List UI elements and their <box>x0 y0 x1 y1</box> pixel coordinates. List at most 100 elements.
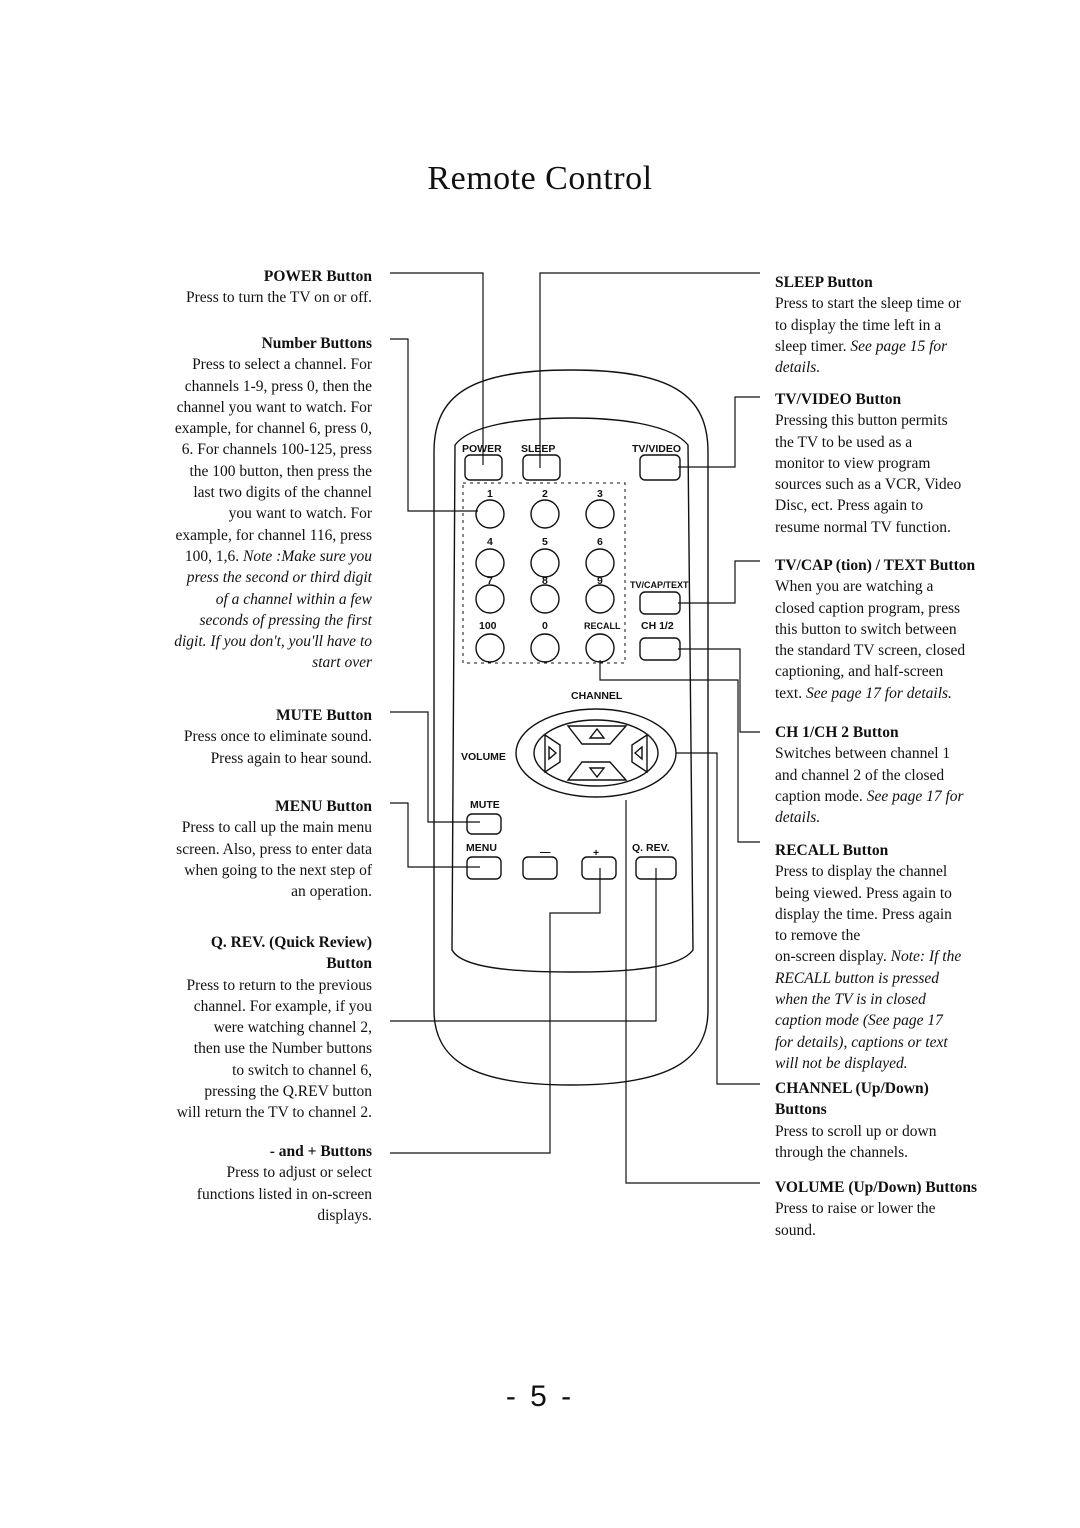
text-line: to display the time left in a <box>775 316 942 334</box>
note-line: seconds of pressing the first <box>199 611 372 629</box>
sleep-button-heading: SLEEP Button <box>775 274 873 291</box>
leader-power <box>390 272 484 465</box>
recall-button-heading: RECALL Button <box>775 842 889 859</box>
volume-buttons-heading: VOLUME (Up/Down) Buttons <box>775 1179 978 1196</box>
leader-menu <box>390 802 480 868</box>
key-9 <box>585 584 615 614</box>
note-italic: See page 17 for <box>866 787 964 805</box>
text-line: 100, 1,6. Note :Make sure you <box>174 546 372 567</box>
text-line: then use the Number buttons <box>193 1040 372 1058</box>
text-line: Press to start the sleep time or <box>775 295 961 313</box>
tvcap-button-heading: TV/CAP (tion) / TEXT Button <box>775 557 976 574</box>
plus-key <box>581 856 617 880</box>
key-0 <box>530 633 560 663</box>
text-line: resume normal TV function. <box>775 518 951 536</box>
key-8-label: 8 <box>542 575 548 587</box>
leader-lines <box>390 272 760 1184</box>
remote-keypad-panel <box>451 417 694 973</box>
text-line: an operation. <box>291 883 372 901</box>
remote-body-outline <box>433 369 709 1086</box>
tvcap-button-description: TV/CAP (tion) / TEXT Button When you are… <box>775 555 975 704</box>
sleep-key <box>522 454 561 481</box>
volume-down-key <box>544 733 561 774</box>
text-plain: text. <box>775 684 806 702</box>
text-line: will return the TV to channel 2. <box>176 1104 372 1122</box>
text-line: were watching channel 2, <box>213 1019 372 1037</box>
minus-key-label: — <box>540 846 551 858</box>
menu-button-description: MENU Button Press to call up the main me… <box>176 796 372 902</box>
text-plain: on-screen display. <box>775 948 891 966</box>
text-line: Switches between channel 1 <box>775 745 951 763</box>
tvvideo-button-heading: TV/VIDEO Button <box>775 391 902 408</box>
text-line: Press to return to the previous <box>186 976 372 994</box>
text-line: this button to switch between <box>775 620 957 638</box>
key-7-label: 7 <box>487 575 493 587</box>
text-line: sound. <box>775 1221 816 1239</box>
key-9-label: 9 <box>597 575 603 587</box>
ch12-key <box>639 637 681 661</box>
text-line: channel. For example, if you <box>193 997 372 1015</box>
plus-minus-buttons-description: - and + Buttons Press to adjust or selec… <box>197 1141 372 1226</box>
channel-buttons-description: CHANNEL (Up/Down) Buttons Press to scrol… <box>775 1078 936 1163</box>
text-line: example, for channel 116, press <box>175 526 372 544</box>
power-key-label: POWER <box>462 443 502 455</box>
key-100 <box>475 633 505 663</box>
menu-button-heading: MENU Button <box>275 798 372 815</box>
text-line: captioning, and half-screen <box>775 663 944 681</box>
text-line: being viewed. Press again to <box>775 884 952 902</box>
text-line: 6. For channels 100-125, press <box>181 441 372 459</box>
key-4 <box>475 548 505 578</box>
note-italic: Note: If the <box>890 948 962 966</box>
plus-key-label: + <box>593 847 599 859</box>
key-5 <box>530 548 560 578</box>
channel-down-key <box>566 761 628 781</box>
power-button-text: Press to turn the TV on or off. <box>186 289 372 307</box>
key-3-label: 3 <box>597 488 603 500</box>
key-2 <box>530 499 560 529</box>
note-italic: See page 17 for details. <box>806 684 952 702</box>
text-line: sleep timer. See page 15 for <box>775 336 961 357</box>
channel-up-key <box>566 725 628 745</box>
menu-key <box>466 856 502 880</box>
tvvideo-key-label: TV/VIDEO <box>632 443 681 455</box>
ch12-button-heading: CH 1/CH 2 Button <box>775 724 899 741</box>
text-line: screen. Also, press to enter data <box>176 840 372 858</box>
minus-key <box>522 856 558 880</box>
leader-tvcap <box>678 560 760 604</box>
text-line: you want to watch. For <box>228 505 372 523</box>
sleep-key-label: SLEEP <box>521 443 555 455</box>
leader-number <box>390 338 478 512</box>
note-italic: Note :Make sure you <box>243 547 372 565</box>
leader-recall <box>599 660 760 843</box>
text-line: Disc, ect. Press again to <box>775 497 924 515</box>
note-line: will not be displayed. <box>775 1054 908 1072</box>
key-7 <box>475 584 505 614</box>
qrev-button-description: Q. REV. (Quick Review) Button Press to r… <box>177 932 372 1124</box>
ch12-button-description: CH 1/CH 2 Button Switches between channe… <box>775 722 964 828</box>
ch12-key-label: CH 1/2 <box>641 620 674 632</box>
key-8 <box>530 584 560 614</box>
text-line: pressing the Q.REV button <box>204 1083 372 1101</box>
direction-pad <box>515 708 677 798</box>
leader-channel <box>676 752 760 1085</box>
recall-button-description: RECALL Button Press to display the chann… <box>775 840 961 1074</box>
note-italic: See page 15 for <box>850 337 948 355</box>
volume-label: VOLUME <box>461 751 506 763</box>
text-line: the 100 button, then press the <box>189 462 372 480</box>
triangle-up-icon <box>588 727 606 739</box>
leader-sleep <box>539 272 760 468</box>
key-1 <box>475 499 505 529</box>
leader-mute <box>390 711 480 823</box>
text-line: When you are watching a <box>775 578 934 596</box>
note-line: details. <box>775 359 821 377</box>
text-line: the TV to be used as a <box>775 433 913 451</box>
note-line: start over <box>312 654 372 672</box>
text-line: Press once to eliminate sound. <box>183 728 372 746</box>
text-line: and channel 2 of the closed <box>775 766 945 784</box>
text-line: to switch to channel 6, <box>232 1061 372 1079</box>
text-line: to remove the <box>775 927 861 945</box>
leader-plusminus <box>390 868 601 1154</box>
text-line: on-screen display. Note: If the <box>775 946 961 967</box>
qrev-button-heading-2: Button <box>326 955 372 973</box>
